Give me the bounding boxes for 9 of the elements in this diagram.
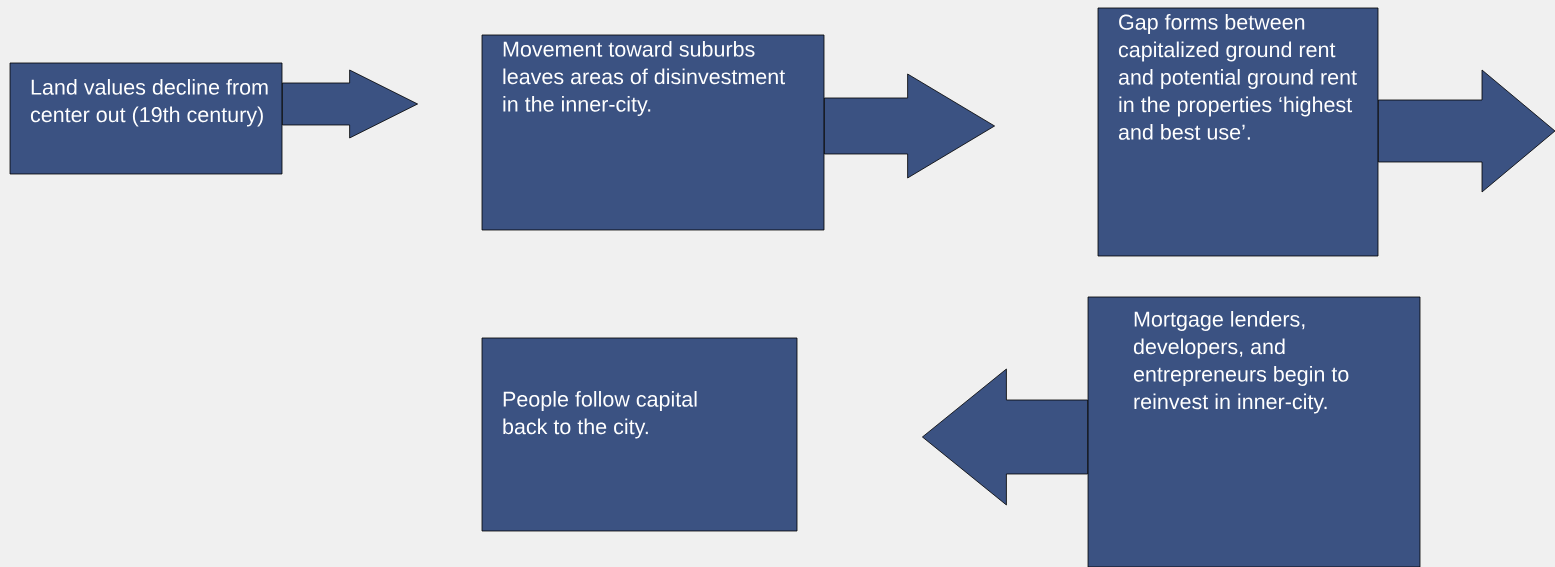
process-box: People follow capital back to the city. — [481, 337, 798, 532]
process-box: Movement toward suburbs leaves areas of disinvestment in the inner-city. — [481, 34, 825, 231]
block-arrow — [824, 73, 995, 179]
process-box: Mortgage lenders, developers, and entrepreneurs begin to reinvest in inner-city. — [1087, 296, 1421, 567]
block-arrow — [922, 368, 1088, 506]
block-arrow — [1378, 69, 1555, 193]
block-arrow — [282, 69, 418, 139]
process-box: Land values decline from center out (19th century) — [9, 62, 283, 175]
process-box: Gap forms between capitalized ground rent and potential ground rent in the properties ‘highest and best use’. — [1097, 7, 1379, 257]
